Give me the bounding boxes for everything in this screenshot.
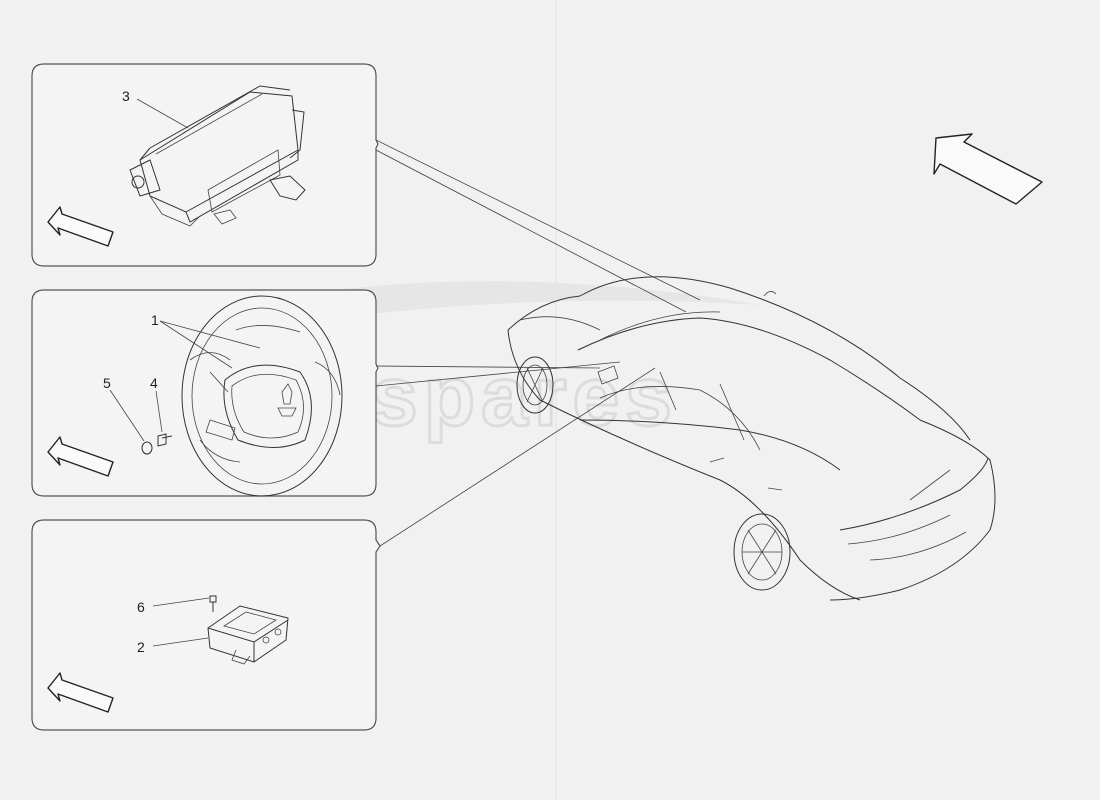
panel-frame: [31, 519, 381, 731]
screw-part-6: [209, 595, 217, 612]
airbag-control-unit: [207, 605, 289, 665]
steering-wheel-airbag: [181, 295, 343, 497]
callout-1: 1: [151, 312, 159, 328]
rear-wheel: [733, 513, 791, 591]
front-wheel: [516, 356, 554, 414]
leader-line-1b: [159, 320, 261, 349]
leader-line-1a: [159, 320, 233, 369]
leader-line-5: [109, 389, 145, 442]
callout-3: 3: [122, 88, 130, 104]
direction-arrow-icon: [47, 206, 114, 247]
direction-arrow-icon: [47, 436, 114, 477]
leader-line-2: [152, 637, 209, 647]
clip-part-5: [141, 441, 153, 455]
leader-line-3: [136, 98, 189, 129]
panel-connector-lines: [375, 139, 701, 547]
callout-4: 4: [150, 375, 158, 391]
direction-arrow-icon: [47, 672, 114, 713]
airbag-control-unit-panel: 6 2: [31, 519, 381, 731]
passenger-airbag-panel: 3: [31, 63, 379, 267]
panel-frame: [31, 63, 379, 267]
leader-line-4: [155, 390, 163, 433]
panel-frame: [31, 289, 379, 497]
steering-wheel-airbag-panel: 1 4 5: [31, 289, 379, 497]
callout-2: 2: [137, 639, 145, 655]
callout-5: 5: [103, 375, 111, 391]
screw-part-4: [157, 433, 173, 447]
callout-6: 6: [137, 599, 145, 615]
orientation-arrow-icon: [933, 133, 1043, 205]
car-overview-illustration: [507, 276, 996, 601]
leader-line-6: [152, 597, 210, 607]
